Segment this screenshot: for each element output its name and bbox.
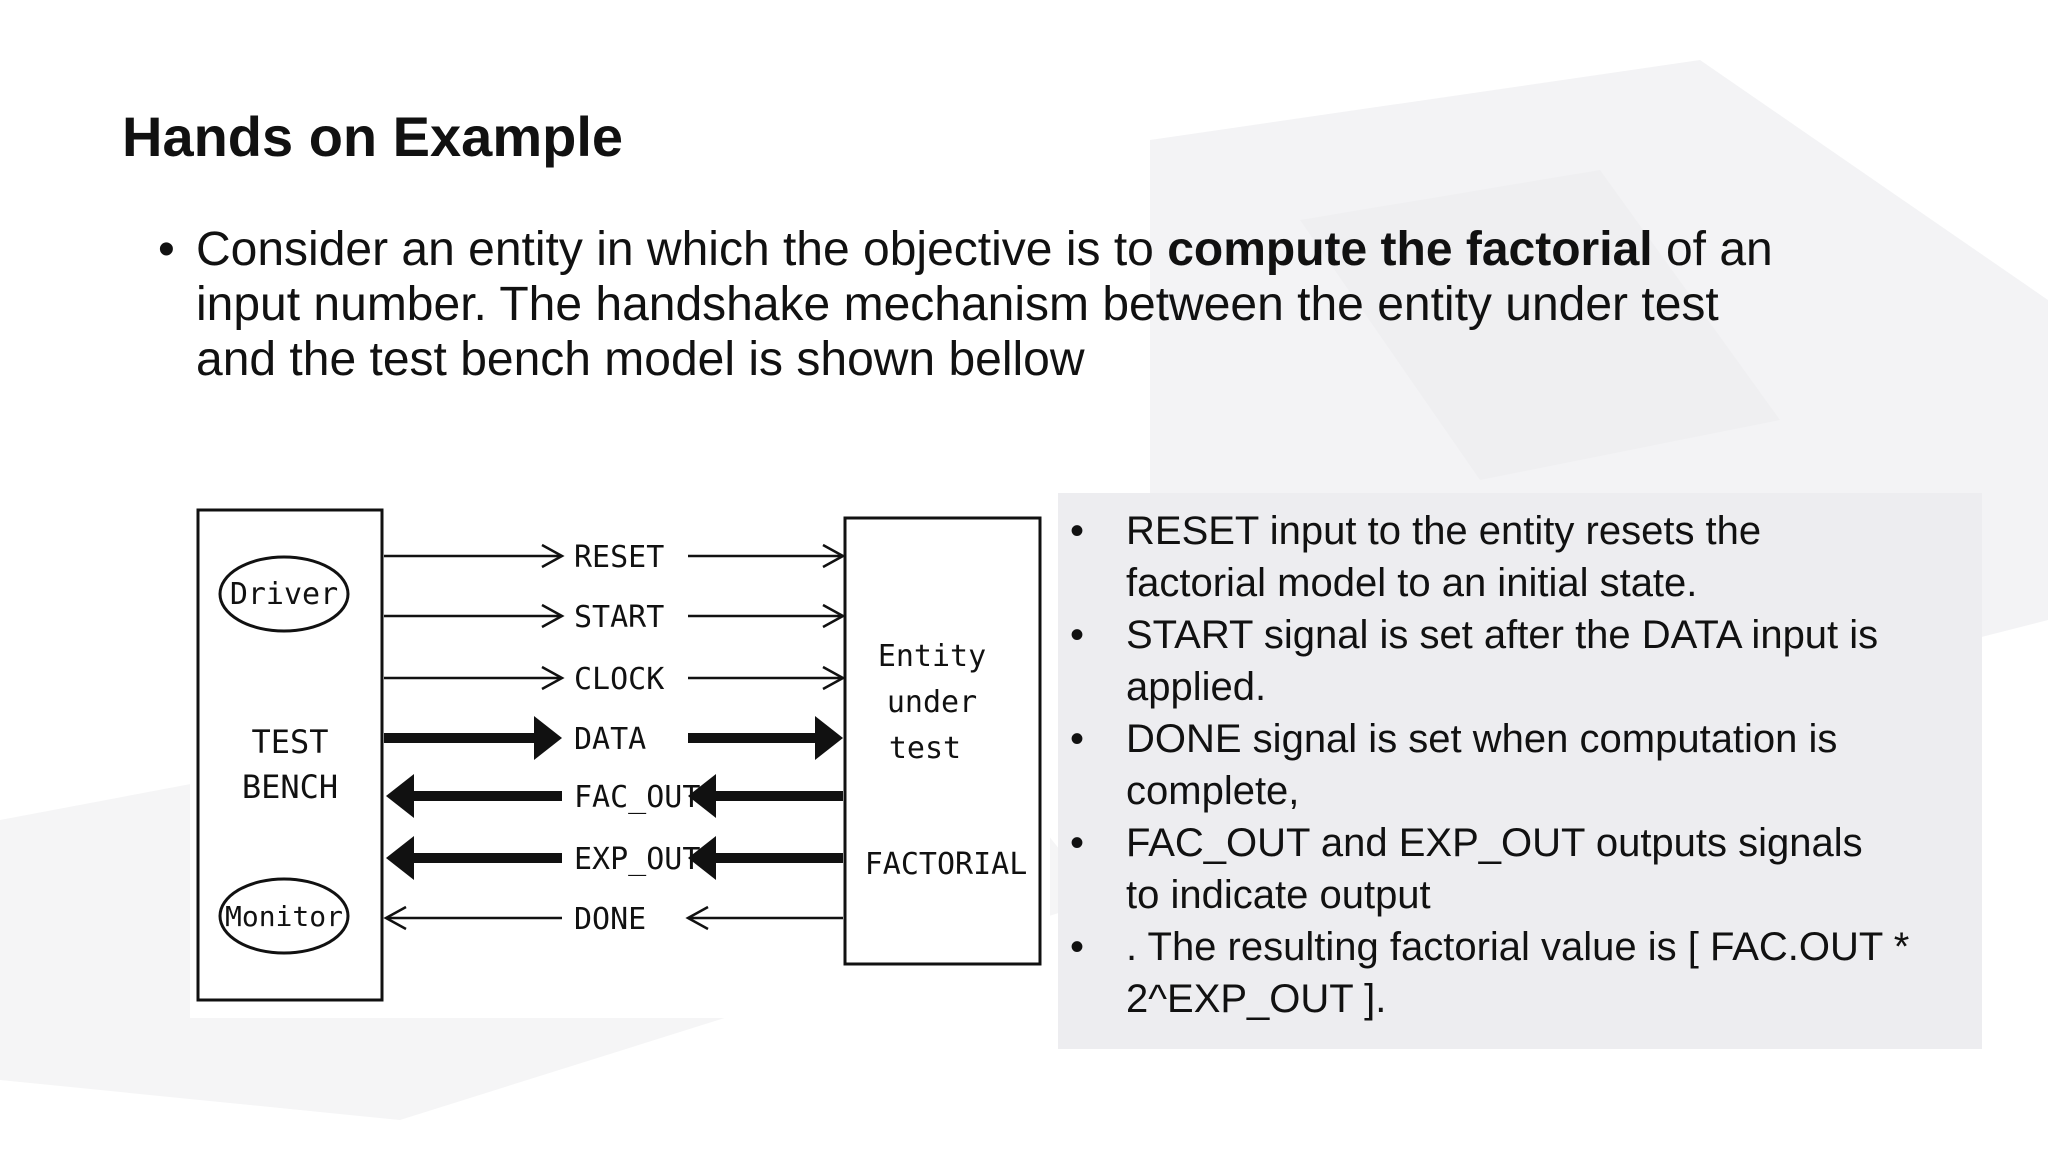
- bullet-text-bold: compute the factorial: [1167, 223, 1653, 276]
- signal-done: DONE: [383, 902, 843, 937]
- signal-reset: RESET: [384, 540, 846, 575]
- note-item: • RESET input to the entity resets the fa…: [1058, 505, 1982, 609]
- main-bullet-line-3: and the test bench model is shown bellow: [196, 333, 1085, 386]
- slide-title: Hands on Example: [122, 105, 624, 168]
- monitor-label: Monitor: [225, 900, 343, 933]
- test-bench-label-2: BENCH: [242, 768, 338, 806]
- signal-layer: RESET START CLOCK DATA FAC_OUT EXP_OUT DONE: [383, 540, 846, 937]
- signal-label: START: [574, 600, 664, 635]
- test-bench-box: [196, 508, 384, 1002]
- note-bullet-dot: •: [1070, 925, 1085, 969]
- left-arrowhead: [386, 836, 414, 880]
- note-text: DONE signal is set when computation is co…: [1126, 713, 1982, 817]
- entity-box: [843, 516, 1042, 966]
- signal-exp-out: EXP_OUT: [386, 836, 843, 880]
- entity-label-1: Entity: [878, 639, 986, 674]
- note-bullet-dot: •: [1070, 717, 1085, 761]
- signal-fac-out: FAC_OUT: [386, 774, 843, 818]
- right-arrowhead: [822, 603, 846, 629]
- signal-start: START: [384, 600, 846, 635]
- note-item: • . The resulting factorial value is [ FA…: [1058, 921, 1982, 1025]
- test-bench-label-1: TEST: [251, 723, 328, 761]
- right-arrowhead: [822, 665, 846, 691]
- note-item: • FAC_OUT and EXP_OUT outputs signals to i…: [1058, 817, 1982, 921]
- notes-list: • RESET input to the entity resets the fa…: [1058, 505, 1982, 1025]
- main-bullet-text: Consider an entity in which the objectiv…: [196, 222, 1956, 387]
- signal-label: FAC_OUT: [574, 780, 700, 815]
- right-arrowhead: [688, 774, 716, 818]
- note-line: RESET input to the entity resets the: [1126, 509, 1762, 553]
- driver-ellipse: [218, 555, 350, 633]
- note-text: . The resulting factorial value is [ FAC…: [1126, 921, 1982, 1025]
- bullet-text-pre: Consider an entity in which the objectiv…: [196, 223, 1168, 276]
- note-text: START signal is set after the DATA input…: [1126, 609, 1982, 713]
- note-text: RESET input to the entity resets the fact…: [1126, 505, 1982, 609]
- factorial-label: FACTORIAL: [865, 847, 1028, 882]
- left-arrowhead: [541, 603, 565, 629]
- bullet-dot: •: [158, 223, 175, 276]
- note-line: 2^EXP_OUT ].: [1126, 977, 1387, 1021]
- driver-label: Driver: [230, 577, 338, 612]
- handshake-diagram-svg: Driver TEST BENCH Monitor Entity under t…: [196, 508, 1042, 1002]
- note-line: to indicate output: [1126, 873, 1431, 917]
- note-line: FAC_OUT and EXP_OUT outputs signals: [1126, 821, 1863, 865]
- note-line: applied.: [1126, 665, 1267, 709]
- entity-label-3: test: [889, 731, 961, 766]
- note-line: START signal is set after the DATA input…: [1126, 613, 1879, 657]
- left-arrowhead: [383, 905, 407, 931]
- note-item: • START signal is set after the DATA inp…: [1058, 609, 1982, 713]
- right-arrowhead: [688, 836, 716, 880]
- notes-panel: • RESET input to the entity resets the fa…: [1058, 493, 1982, 1049]
- entity-label-2: under: [887, 685, 977, 720]
- signal-label: DATA: [574, 722, 646, 757]
- note-line: DONE signal is set when computation is: [1126, 717, 1838, 761]
- left-arrowhead: [534, 716, 562, 760]
- bullet-text-post: of an: [1652, 223, 1773, 276]
- left-arrowhead: [541, 665, 565, 691]
- right-arrowhead: [815, 716, 843, 760]
- left-arrowhead: [541, 543, 565, 569]
- note-bullet-dot: •: [1070, 821, 1085, 865]
- signal-data: DATA: [384, 716, 843, 760]
- note-line: complete,: [1126, 769, 1300, 813]
- left-arrowhead: [386, 774, 414, 818]
- note-line: . The resulting factorial value is [ FAC…: [1126, 925, 1910, 969]
- signal-label: DONE: [574, 902, 646, 937]
- signal-label: RESET: [574, 540, 664, 575]
- main-bullet-line-1: Consider an entity in which the objectiv…: [196, 222, 1956, 277]
- note-text: FAC_OUT and EXP_OUT outputs signals to in…: [1126, 817, 1982, 921]
- right-arrowhead: [822, 543, 846, 569]
- note-bullet-dot: •: [1070, 509, 1085, 553]
- signal-label: EXP_OUT: [574, 842, 700, 877]
- signal-clock: CLOCK: [384, 662, 846, 697]
- right-arrowhead: [685, 905, 709, 931]
- note-line: factorial model to an initial state.: [1126, 561, 1698, 605]
- monitor-ellipse: [218, 877, 350, 955]
- handshake-diagram: Driver TEST BENCH Monitor Entity under t…: [190, 488, 1050, 1018]
- note-item: • DONE signal is set when computation is c…: [1058, 713, 1982, 817]
- note-bullet-dot: •: [1070, 613, 1085, 657]
- signal-label: CLOCK: [574, 662, 664, 697]
- main-bullet-line-2: input number. The handshake mechanism be…: [196, 278, 1719, 331]
